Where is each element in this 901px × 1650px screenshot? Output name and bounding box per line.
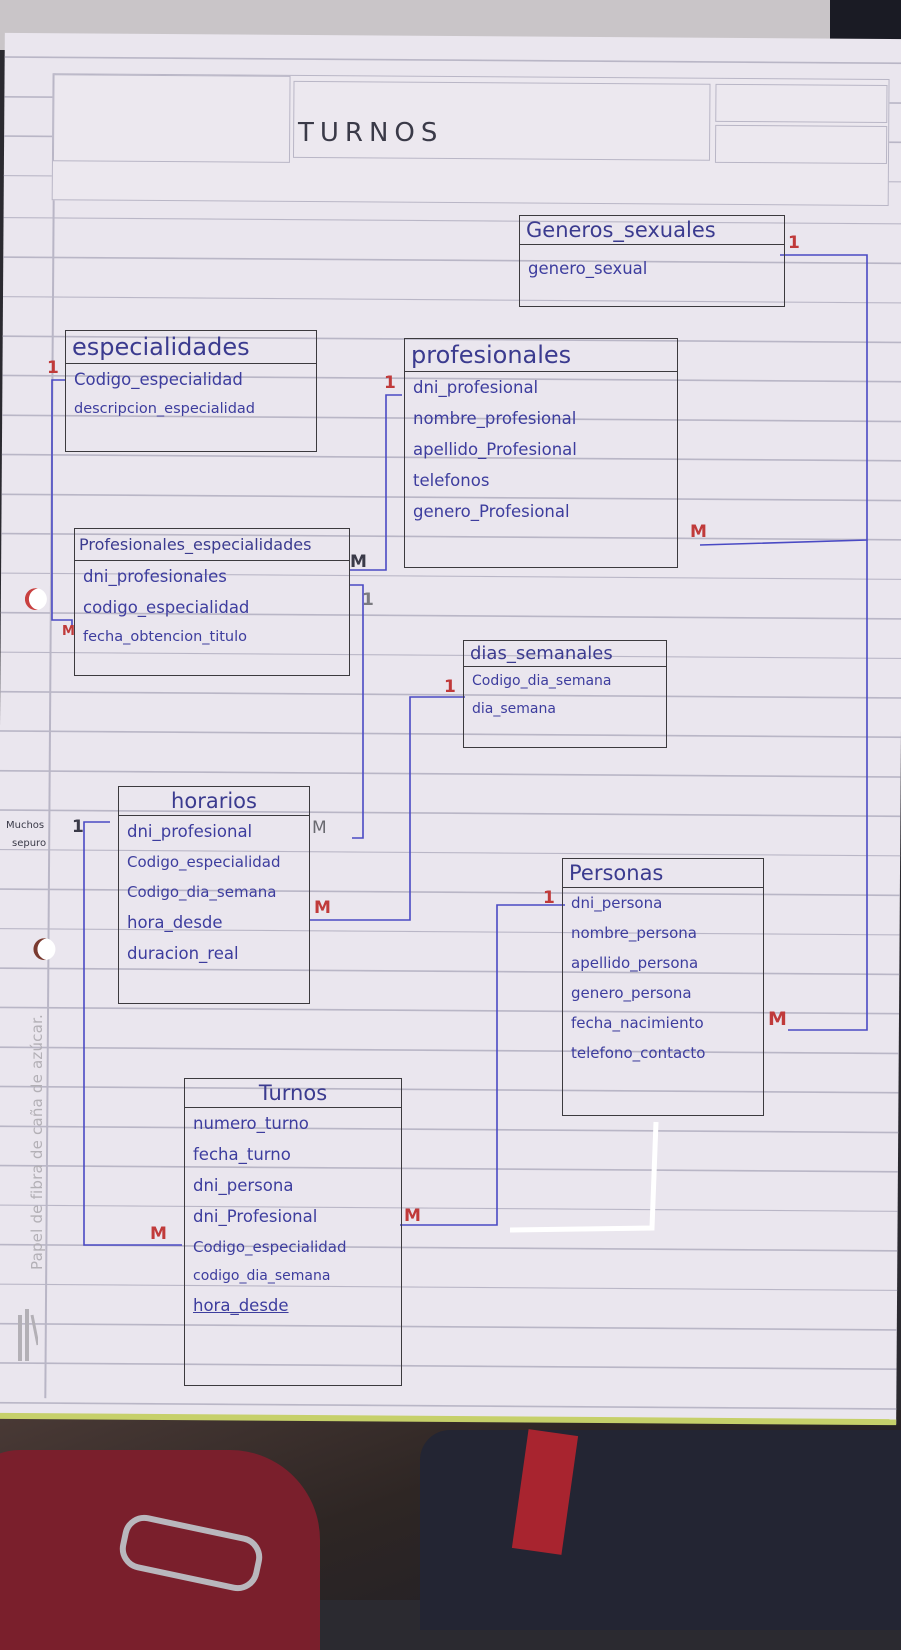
cardinality-many: M (62, 624, 75, 639)
cardinality-many: M (404, 1206, 421, 1226)
table-attribute: codigo_dia_semana (193, 1268, 331, 1284)
cardinality-one: 1 (788, 233, 800, 253)
table-attribute: fecha_turno (193, 1145, 291, 1164)
table-attribute: telefonos (413, 471, 490, 490)
relationship-lines (51, 254, 868, 1246)
table-attribute: dni_profesional (413, 378, 539, 397)
table-attribute: dni_profesionales (83, 567, 227, 586)
cardinality-many: M (350, 552, 367, 572)
table-attribute: nombre_profesional (413, 409, 577, 428)
table-personas: Personas dni_persona nombre_persona apel… (562, 858, 764, 1116)
cardinality-one: 1 (543, 888, 555, 908)
table-attribute: genero_persona (571, 984, 692, 1002)
table-attribute: dni_persona (193, 1176, 294, 1195)
table-attribute: genero_Profesional (413, 502, 570, 521)
cardinality-one: 1 (362, 590, 374, 610)
table-attribute: descripcion_especialidad (74, 401, 255, 417)
table-turnos: Turnos numero_turno fecha_turno dni_pers… (184, 1078, 402, 1386)
side-note: Muchos (6, 820, 45, 831)
table-title: Personas (563, 859, 763, 888)
table-title: Generos_sexuales (520, 216, 784, 245)
correction-mark (509, 1121, 659, 1233)
cardinality-one: 1 (384, 373, 396, 393)
brand-logo-icon (18, 1309, 38, 1361)
table-attribute: genero_sexual (528, 259, 648, 278)
side-note: sepuro (12, 838, 47, 849)
cardinality-many: M (768, 1008, 787, 1030)
table-attribute: numero_turno (193, 1114, 309, 1133)
table-attribute: fecha_obtencion_titulo (83, 629, 247, 645)
table-attribute: dni_Profesional (193, 1207, 318, 1226)
rel-pe-horarios (349, 584, 364, 839)
table-title: dias_semanales (464, 641, 666, 667)
cardinality-one: 1 (444, 677, 456, 697)
table-attribute: Codigo_especialidad (193, 1238, 347, 1256)
black-bag (420, 1430, 901, 1630)
rel-personas-turnos (400, 904, 565, 1226)
table-dias-semanales: dias_semanales Codigo_dia_semana dia_sem… (463, 640, 667, 748)
table-title: horarios (119, 787, 309, 816)
rel-dias-horarios (310, 696, 465, 921)
table-attribute: dni_persona (571, 894, 663, 912)
table-attribute: nombre_persona (571, 924, 697, 942)
rel-genero-profesional (699, 254, 868, 546)
cardinality-many: M (314, 898, 331, 918)
table-attribute: Codigo_dia_semana (472, 673, 612, 689)
cardinality-many: M (312, 818, 327, 838)
table-attribute: dni_profesional (127, 822, 253, 841)
rel-profesionales-pe (349, 394, 402, 571)
table-attribute: apellido_persona (571, 954, 699, 972)
table-attribute: dia_semana (472, 701, 556, 717)
rel-especialidades-pe (51, 379, 73, 626)
table-attribute: Codigo_especialidad (127, 853, 281, 871)
table-profesionales: profesionales dni_profesional nombre_pro… (404, 338, 678, 568)
table-attribute: codigo_especialidad (83, 598, 250, 617)
table-attribute: Codigo_especialidad (74, 370, 243, 389)
page-title: TURNOS (298, 118, 444, 148)
table-attribute: hora_desde (127, 913, 223, 932)
rel-genero-persona (788, 540, 868, 1031)
cardinality-many: M (690, 522, 707, 542)
table-attribute: Codigo_dia_semana (127, 883, 277, 901)
table-generos-sexuales: Generos_sexuales genero_sexual (519, 215, 785, 307)
cardinality-one: 1 (72, 817, 84, 837)
table-title: especialidades (66, 331, 316, 364)
table-profesionales-especialidades: Profesionales_especialidades dni_profesi… (74, 528, 350, 676)
rel-horarios-turnos (83, 821, 182, 1246)
table-attribute: duracion_real (127, 944, 239, 963)
table-horarios: horarios dni_profesional Codigo_especial… (118, 786, 310, 1004)
cardinality-one: 1 (47, 358, 59, 378)
table-attribute: telefono_contacto (571, 1044, 706, 1062)
table-attribute: fecha_nacimiento (571, 1014, 704, 1032)
table-title: Turnos (185, 1079, 401, 1108)
table-attribute: apellido_Profesional (413, 440, 577, 459)
table-attribute: hora_desde (193, 1296, 289, 1315)
table-title: Profesionales_especialidades (75, 529, 349, 561)
table-title: profesionales (405, 339, 677, 372)
cardinality-many: M (150, 1224, 167, 1244)
table-especialidades: especialidades Codigo_especialidad descr… (65, 330, 317, 452)
